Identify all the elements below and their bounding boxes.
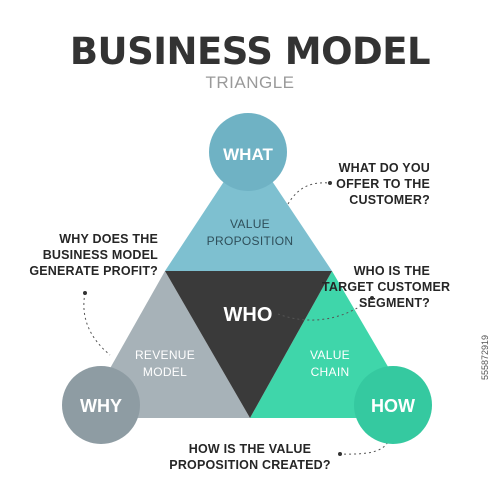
who-question: WHO IS THE TARGET CUSTOMER SEGMENT?	[322, 264, 451, 310]
how-connector-dot	[338, 452, 342, 456]
revenue-model-label-line1: REVENUE	[135, 348, 195, 362]
what-label: WHAT	[223, 145, 273, 164]
who-connector-dot	[370, 296, 374, 300]
value-proposition-label-line2: PROPOSITION	[207, 234, 294, 248]
what-question: WHAT DO YOU OFFER TO THE CUSTOMER?	[336, 161, 430, 207]
value-chain-label-line2: CHAIN	[311, 365, 350, 379]
value-chain-label-line1: VALUE	[310, 348, 350, 362]
value-proposition-region	[165, 145, 332, 271]
value-proposition-label-line1: VALUE	[230, 217, 270, 231]
what-connector-dot	[328, 181, 332, 185]
page-title: BUSINESS MODEL	[69, 30, 431, 73]
why-circle	[62, 366, 140, 444]
page-subtitle: TRIANGLE	[205, 73, 295, 92]
how-label: HOW	[371, 396, 415, 416]
what-circle	[209, 113, 287, 191]
why-label: WHY	[80, 396, 122, 416]
what-connector	[287, 182, 331, 205]
how-question: HOW IS THE VALUE PROPOSITION CREATED?	[169, 442, 331, 472]
who-connector	[277, 297, 373, 321]
why-connector	[83, 292, 111, 356]
how-circle	[354, 366, 432, 444]
who-center-region	[165, 271, 332, 418]
why-question: WHY DOES THE BUSINESS MODEL GENERATE PRO…	[29, 232, 158, 278]
revenue-model-label-line2: MODEL	[143, 365, 187, 379]
who-label: WHO	[224, 304, 273, 326]
why-connector-dot	[83, 291, 87, 295]
watermark-id: 555872919	[480, 334, 490, 380]
